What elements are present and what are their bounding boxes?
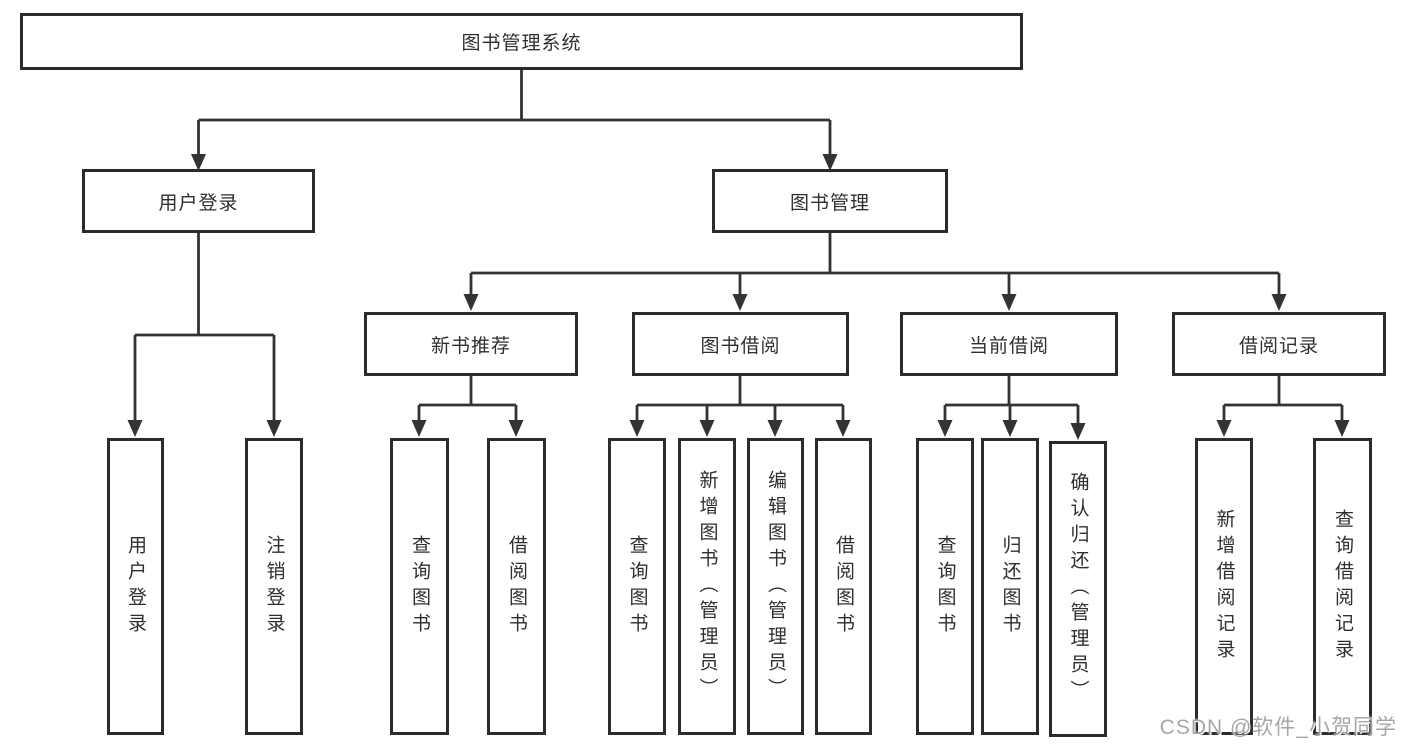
leaf-add-borrow-record-label: 新增借阅记录 xyxy=(1213,508,1235,665)
leaf-borrow-books-recommend: 借阅图书 xyxy=(487,438,546,735)
node-library-management-system: 图书管理系统 xyxy=(20,13,1023,70)
leaf-confirm-return-admin: 确认归还（管理员） xyxy=(1049,441,1107,737)
tree-edges xyxy=(133,70,1344,427)
leaf-edit-books-admin: 编辑图书（管理员） xyxy=(747,438,804,735)
leaf-query-books-recommend: 查询图书 xyxy=(390,438,449,735)
node-new-book-recommend: 新书推荐 xyxy=(364,312,578,376)
leaf-add-books-admin-label: 新增图书（管理员） xyxy=(696,469,718,704)
leaf-query-borrow-record: 查询借阅记录 xyxy=(1313,438,1372,735)
leaf-user-login: 用户登录 xyxy=(107,438,164,735)
leaf-edit-books-admin-label: 编辑图书（管理员） xyxy=(765,469,786,704)
leaf-logout-label: 注销登录 xyxy=(263,534,285,639)
node-book-borrowing: 图书借阅 xyxy=(632,312,849,376)
leaf-query-books-current: 查询图书 xyxy=(916,438,974,735)
arrowheads xyxy=(127,154,1350,440)
node-user-login: 用户登录 xyxy=(82,169,315,233)
leaf-borrow-books-borrowing-label: 借阅图书 xyxy=(833,534,854,639)
node-current-borrowing: 当前借阅 xyxy=(900,312,1118,376)
leaf-query-books-borrowing: 查询图书 xyxy=(608,438,666,735)
leaf-query-books-current-label: 查询图书 xyxy=(934,534,956,639)
leaf-logout: 注销登录 xyxy=(245,438,303,735)
leaf-query-books-recommend-label: 查询图书 xyxy=(409,534,430,639)
leaf-borrow-books-recommend-label: 借阅图书 xyxy=(506,534,527,639)
leaf-return-books: 归还图书 xyxy=(981,438,1039,735)
leaf-query-books-borrowing-label: 查询图书 xyxy=(626,534,648,639)
leaf-user-login-label: 用户登录 xyxy=(125,534,146,639)
leaf-add-borrow-record: 新增借阅记录 xyxy=(1195,438,1253,735)
leaf-borrow-books-borrowing: 借阅图书 xyxy=(815,438,872,735)
node-borrowing-records: 借阅记录 xyxy=(1172,312,1386,376)
leaf-return-books-label: 归还图书 xyxy=(999,534,1021,639)
node-book-management: 图书管理 xyxy=(712,169,948,233)
csdn-watermark: CSDN @软件_小贺同学 xyxy=(1159,716,1397,739)
leaf-add-books-admin: 新增图书（管理员） xyxy=(678,438,736,735)
leaf-confirm-return-admin-label: 确认归还（管理员） xyxy=(1067,472,1089,706)
leaf-query-borrow-record-label: 查询借阅记录 xyxy=(1332,508,1353,665)
